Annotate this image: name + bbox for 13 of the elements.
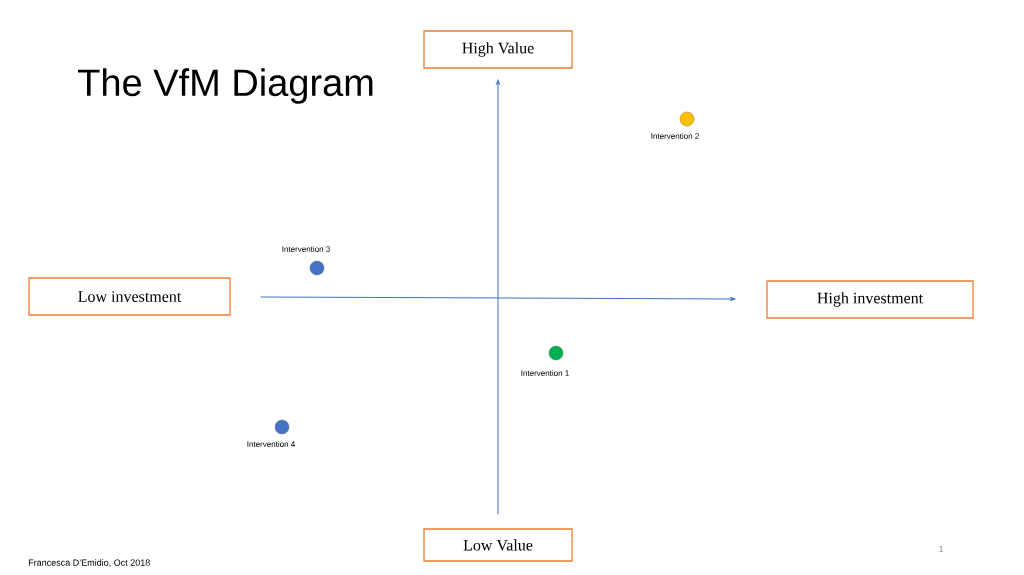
axis-label-box: High investment (766, 280, 974, 319)
axis-label-box: High Value (423, 30, 573, 69)
point-label: Intervention 2 (651, 133, 699, 139)
author-note: Francesca D’Emidio, Oct 2018 (28, 559, 150, 567)
point-label: Intervention 1 (521, 370, 569, 376)
title: The VfM Diagram (78, 68, 373, 104)
axis-label-box: Low investment (28, 277, 231, 316)
page-number: 1 (939, 545, 944, 553)
point-label: Intervention 4 (247, 441, 295, 447)
point-label: Intervention 3 (282, 246, 330, 252)
axis-arrow (260, 296, 736, 301)
axis-arrow (496, 79, 500, 515)
axis-label-box: Low Value (423, 528, 573, 562)
